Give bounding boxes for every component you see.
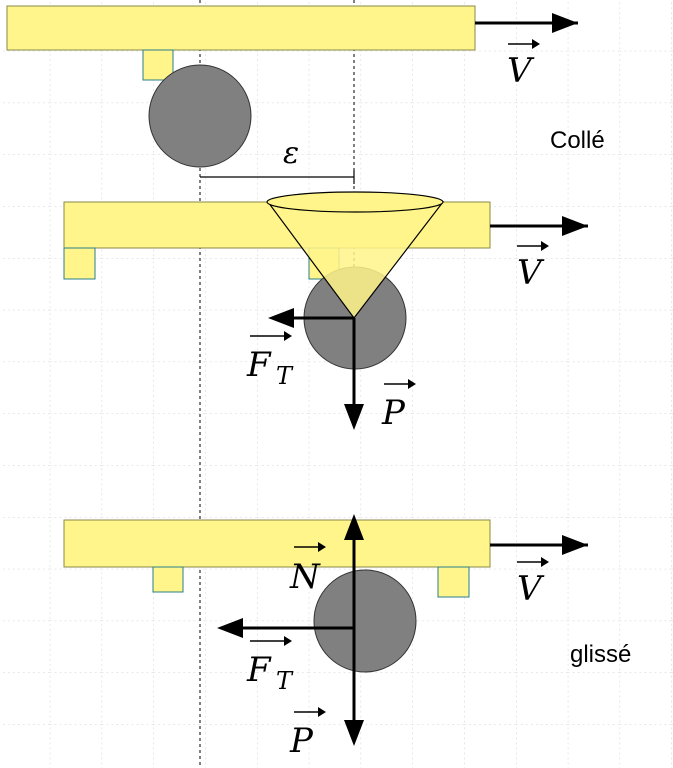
velocity-label-middle: V [517,241,549,293]
svg-text:T: T [276,362,294,390]
weight-arrowhead-bottom [344,720,364,746]
velocity-arrowhead-top [552,13,578,33]
friction-arrowhead-middle [268,308,294,328]
epsilon-label: ε [283,136,299,171]
state-label-stuck: Collé [550,127,605,154]
friction-label-bottom: F T [246,636,294,695]
svg-text:V: V [517,569,545,609]
svg-text:P: P [381,393,406,433]
weight-label-middle: P [381,379,416,433]
weight-arrowhead-middle [344,404,364,430]
weight-label-bottom: P [289,707,326,761]
pad-top [142,49,174,81]
friction-cone-top [266,191,444,213]
pad-middle-left [63,247,96,280]
scene-stuck-rest: V Collé ε [6,5,605,184]
state-label-sliding: glissé [570,641,631,668]
velocity-arrowhead-middle [562,216,588,236]
scene-stuck-displaced: V P F T [63,191,588,433]
svg-text:T: T [276,667,294,695]
svg-text:V: V [507,51,535,91]
pad-bottom-right [437,566,470,598]
friction-arrowhead-bottom [217,618,243,638]
plate-bottom [63,519,491,568]
normal-label: N [289,542,326,597]
plate-top [6,5,476,51]
velocity-label-bottom: V [517,557,549,609]
ball-bottom [313,569,417,673]
pad-bottom-left [152,566,184,593]
velocity-label-top: V [507,39,540,91]
svg-text:V: V [517,253,545,293]
svg-text:P: P [289,721,314,761]
velocity-arrowhead-bottom [562,535,588,555]
scene-sliding: V N P F T glissé [63,514,631,761]
svg-text:F: F [246,345,272,385]
svg-text:N: N [289,557,321,597]
svg-text:F: F [246,650,272,690]
friction-label-middle: F T [246,331,294,390]
normal-arrowhead [344,514,364,540]
ball-top [148,64,252,168]
